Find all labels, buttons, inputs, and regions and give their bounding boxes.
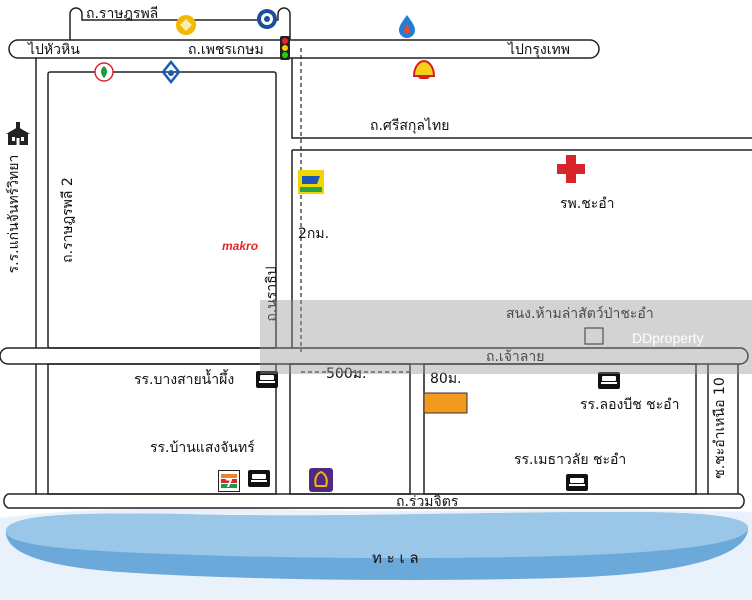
hotel-label-long-beach: รร.ลองบีช ชะอำ (580, 397, 680, 413)
watermark-text: DDproperty (632, 330, 704, 346)
shell-logo-icon (412, 60, 436, 80)
chao-lai-road (0, 347, 749, 365)
watermark-overlay (260, 300, 752, 374)
yellow-bank-logo-icon (175, 14, 197, 36)
blue-drop-logo-icon (160, 60, 182, 84)
road-label-chao-lai: ถ.เจ้าลาย (486, 349, 545, 365)
road-label-ratchaphruek: ถ.ราษฎรพลี (86, 6, 159, 22)
label-to-hua-hin: ไปหัวหิน (28, 42, 80, 58)
purple-bank-logo-icon (309, 468, 333, 492)
hotel-bed-icon (256, 371, 278, 388)
school-label: ร.ร.แก่นจันทร์วิทยา (6, 154, 22, 274)
school-building-icon (4, 122, 32, 146)
wildlife-office-label: สนง.ห้ามล่าสัตว์ป่าชะอำ (506, 306, 654, 322)
office-marker (584, 327, 604, 345)
pttgas-station-icon (298, 170, 324, 194)
distance-label-80m: 80ม. (430, 371, 462, 387)
sea-label: ท ะ เ ล (372, 549, 419, 567)
hotel-label-bangsai: รร.บางสายน้ำผึ้ง (134, 372, 235, 388)
phetkasem-road (8, 39, 600, 59)
svg-text:7: 7 (225, 477, 233, 490)
road-label-ruam-chit: ถ.ร่วมจิตร (396, 494, 459, 510)
distance-label-2km: 2กม. (298, 226, 330, 242)
blue-flame-logo-icon (398, 14, 416, 38)
distance-label-500m: 500ม. (326, 366, 367, 382)
project-location-marker (423, 392, 468, 414)
road-label-cha-am-nuea-10: ซ.ชะอำเหนือ 10 (712, 377, 728, 479)
hospital-icon (557, 155, 585, 183)
hotel-bed-icon (598, 372, 620, 389)
road-label-ratchaphruek-2: ถ.ราษฎรพลี 2 (60, 177, 76, 263)
ruam-chit-road (3, 493, 745, 509)
label-to-bangkok: ไปกรุงเทพ (508, 42, 571, 58)
makro-logo: makro (222, 239, 259, 253)
road-label-phetkasem: ถ.เพชรเกษม (188, 42, 264, 58)
traffic-light-icon (280, 36, 290, 60)
hotel-bed-icon (248, 470, 270, 487)
hotel-bed-icon (566, 474, 588, 491)
hotel-label-baan-saeng: รร.บ้านแสงจันทร์ (150, 440, 255, 456)
green-leaf-logo-icon (94, 62, 114, 82)
hotel-label-metharin: รร.เมธาวลัย ชะอำ (514, 452, 627, 468)
road-label-srisakul-thai: ถ.ศรีสกุลไทย (370, 118, 450, 134)
blue-circle-logo-icon (256, 8, 278, 30)
hospital-label: รพ.ชะอำ (560, 196, 615, 212)
711-logo-icon: 7 (218, 470, 240, 492)
